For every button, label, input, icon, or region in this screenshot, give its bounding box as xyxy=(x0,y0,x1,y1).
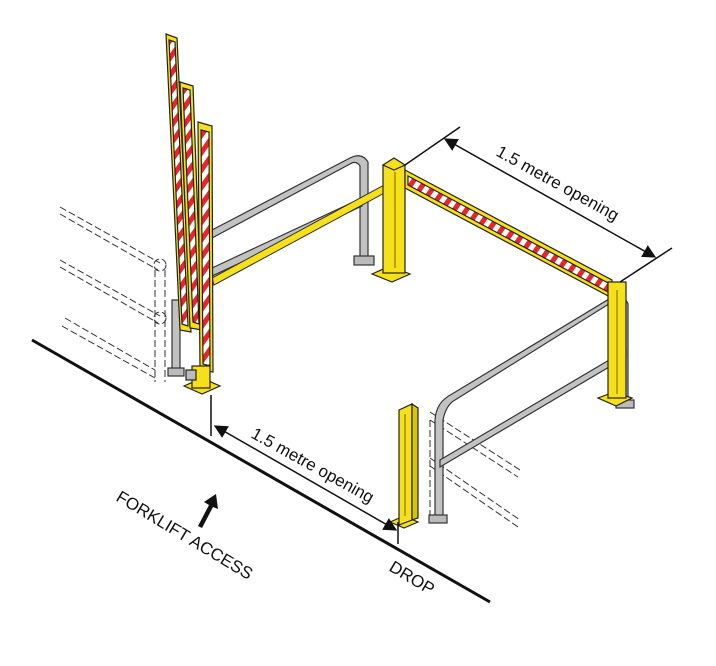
top-dimension-label: 1.5 metre opening xyxy=(493,142,622,225)
bottom-dimension-label: 1.5 metre opening xyxy=(248,424,377,507)
grey-handrail-right xyxy=(428,295,635,524)
arrow-up-right-icon xyxy=(198,494,218,528)
yellow-post-left-base xyxy=(182,365,222,395)
bottom-dimension xyxy=(210,395,399,544)
top-dimension xyxy=(404,126,673,283)
yellow-channel-post-front xyxy=(388,402,420,529)
yellow-post-right xyxy=(596,281,634,407)
vertical-barrier-arms xyxy=(165,33,214,373)
drop-label: DROP xyxy=(386,557,438,599)
existing-handrail-left xyxy=(59,206,167,382)
forklift-access-label: FORKLIFT ACCESS xyxy=(113,487,256,583)
drop-edge-line xyxy=(31,338,491,604)
yellow-post-center xyxy=(370,157,412,283)
